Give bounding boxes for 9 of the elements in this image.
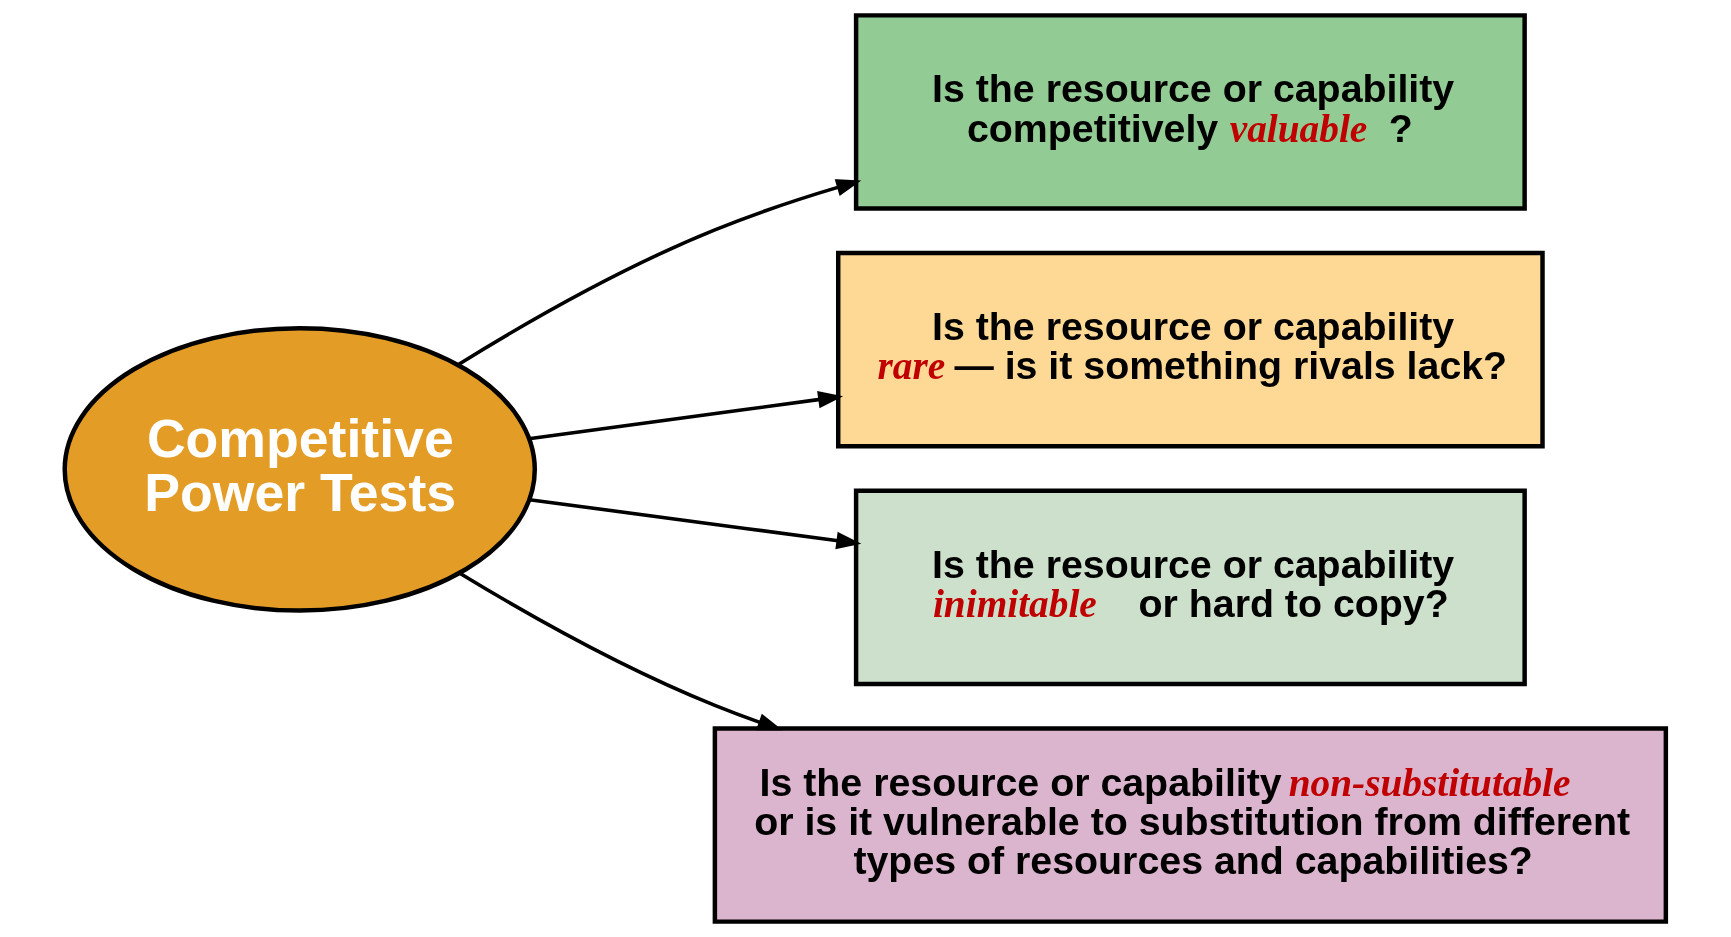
- node-box: Is the resource or capability non-substitutable or is it vulnerable to substitution from different types of resources and capabilities?: [712, 726, 1669, 924]
- node-box: Is the resource or capability inimitable or hard to copy?: [853, 488, 1527, 687]
- arrow: [529, 497, 862, 550]
- node-ellipse: Competitive Power Tests: [62, 325, 537, 613]
- arrow: [528, 390, 844, 441]
- arrow: [458, 571, 783, 731]
- node-box: Is the resource or capability rare— is it something rivals lack?: [836, 250, 1545, 449]
- node-box: Is the resource or capability competitively valuable?: [853, 13, 1527, 211]
- arrow: [456, 179, 862, 367]
